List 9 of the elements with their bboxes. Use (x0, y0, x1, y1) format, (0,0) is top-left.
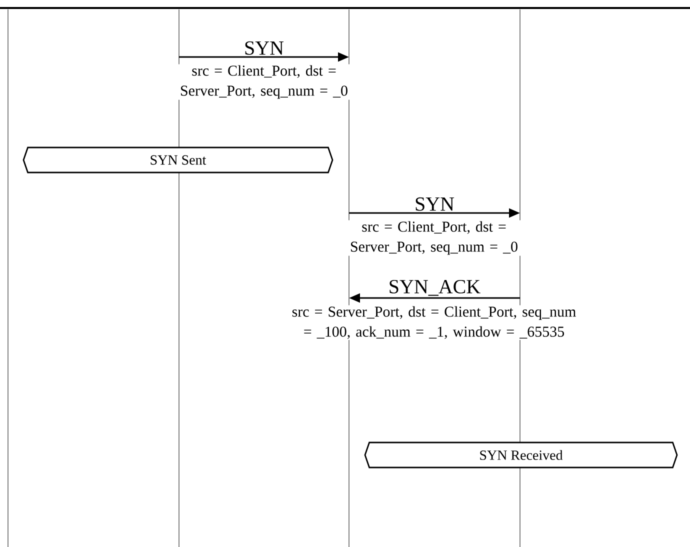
state-hexagon: SYN Received (364, 442, 678, 468)
message-parameters: src = Server_Port, dst = Client_Port, seq_num = _100, ack_num = _1, window = _65535 (292, 306, 576, 339)
lifeline (178, 9, 180, 547)
node-label: SYN Received (480, 450, 563, 460)
message-label: SYN (245, 41, 284, 55)
message-parameters: src = Client_Port, dst = Server_Port, seq_num = _0 (181, 65, 348, 99)
message-label: SYN (416, 197, 454, 211)
message-label: SYN_ACK (390, 280, 480, 296)
message-parameters: src = Client_Port, dst = Server_Port, seq_num = _0 (351, 221, 518, 255)
